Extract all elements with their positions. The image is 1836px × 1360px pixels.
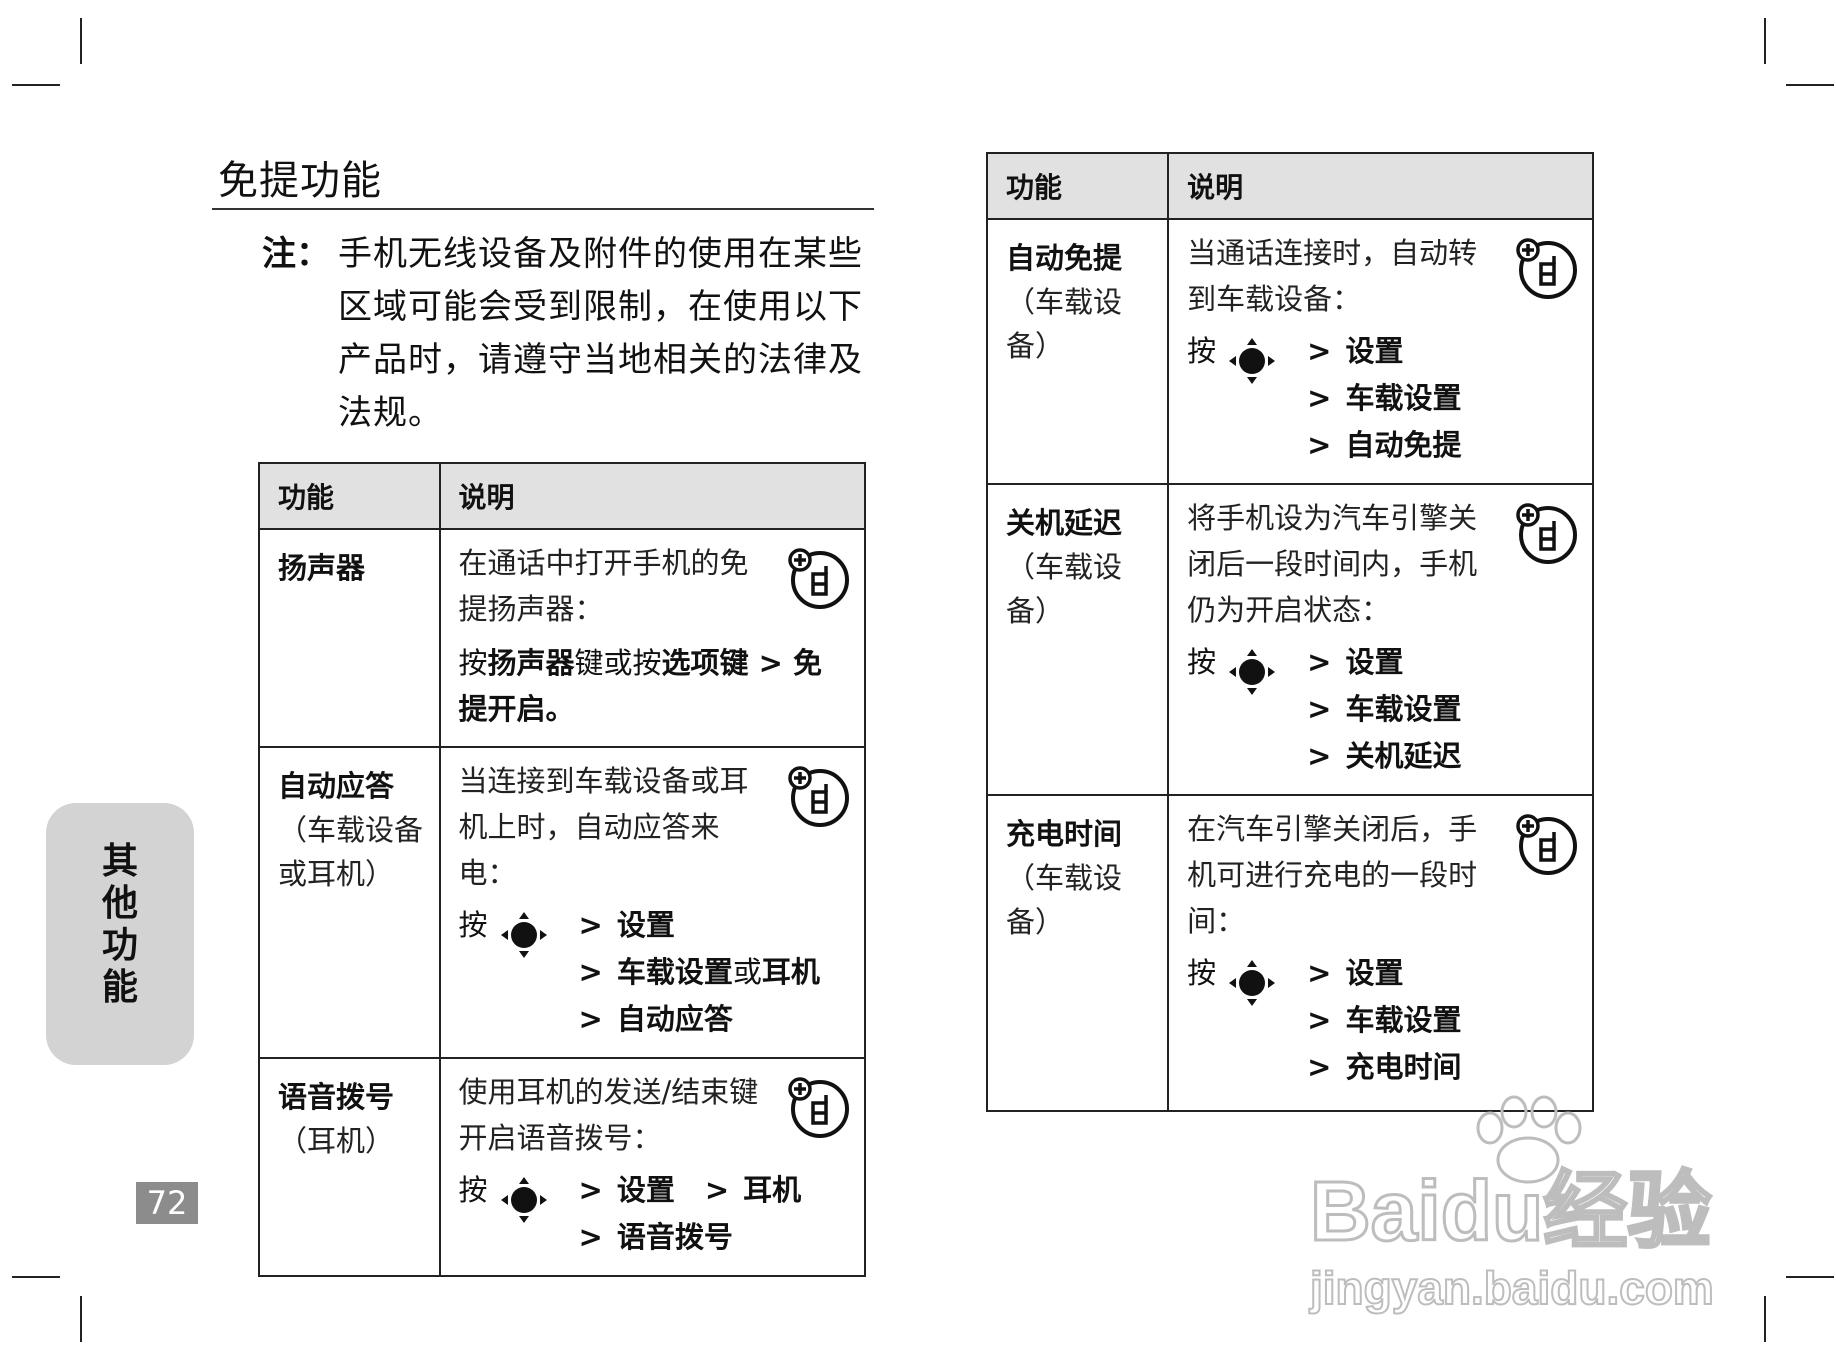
crop-mark	[1786, 84, 1834, 86]
crop-mark	[12, 1276, 60, 1278]
description-cell: 将手机设为汽车引擎关闭后一段时间内，手机仍为开启状态： 按 >设置 >车载设置 …	[1167, 483, 1594, 796]
crop-mark	[1764, 18, 1766, 64]
baidu-watermark-logo: Baidu经验 jingyan.baidu.com	[1308, 1095, 1715, 1315]
car-kit-handset-icon	[1514, 236, 1578, 300]
feature-sub: （车载设备）	[1006, 861, 1123, 939]
svg-text:Baidu经验: Baidu经验	[1310, 1164, 1711, 1258]
feature-sub: （车载设备）	[1006, 285, 1123, 363]
menu-step: >语音拨号	[578, 1220, 733, 1254]
note-label: 注：	[262, 234, 330, 274]
chapter-label-char: 他	[101, 883, 138, 924]
crop-mark	[80, 18, 82, 64]
feature-name: 语音拨号	[278, 1080, 395, 1114]
description-cell: 在通话中打开手机的免提扬声器： 按扬声器键或按选项键 > 免提开启。	[438, 528, 866, 748]
chapter-side-tab: 其他功能	[46, 803, 194, 1065]
feature-name: 自动免提	[1006, 241, 1123, 275]
feature-sub: （车载设备或耳机）	[278, 813, 424, 891]
menu-step: >设置>耳机	[578, 1173, 802, 1207]
feature-cell: 扬声器	[258, 528, 441, 748]
description-text: 当通话连接时，自动转到车载设备：	[1187, 236, 1478, 316]
feature-name: 自动应答	[278, 769, 395, 803]
car-kit-handset-icon	[786, 546, 850, 610]
description-text: 将手机设为汽车引擎关闭后一段时间内，手机仍为开启状态：	[1187, 501, 1478, 627]
menu-step: >关机延迟	[1307, 739, 1462, 773]
navigation-key-icon	[1227, 336, 1277, 386]
note-text: 手机无线设备及附件的使用在某些区域可能会受到限制，在使用以下产品时，请遵守当地相…	[338, 234, 863, 433]
menu-path: 按 >设置 >车载设置 >充电时间	[1187, 950, 1578, 1091]
chapter-label-char: 能	[101, 967, 138, 1008]
table-header-row: 功能 说明	[985, 152, 1594, 220]
car-kit-handset-icon	[1514, 812, 1578, 876]
feature-cell: 语音拨号 （耳机）	[258, 1057, 441, 1277]
menu-step: >车载设置或耳机	[578, 955, 820, 989]
menu-step: >设置	[1307, 645, 1404, 679]
navigation-key-icon	[499, 1175, 549, 1225]
description-cell: 当连接到车载设备或耳机上时，自动应答来电： 按 >设置 >车载设置或耳机 >自动…	[438, 746, 866, 1059]
table-row: 关机延迟 （车载设备） 将手机设为汽车引擎关闭后一段时间内，手机仍为开启状态： …	[985, 483, 1594, 796]
chapter-label: 其他功能	[46, 841, 194, 1009]
table-header-row: 功能 说明	[258, 462, 866, 530]
feature-name: 充电时间	[1006, 817, 1123, 851]
note: 注： 手机无线设备及附件的使用在某些区域可能会受到限制，在使用以下产品时，请遵守…	[262, 228, 882, 440]
menu-step: >设置	[1307, 334, 1404, 368]
feature-cell: 自动免提 （车载设备）	[985, 218, 1170, 485]
table-row: 充电时间 （车载设备） 在汽车引擎关闭后，手机可进行充电的一段时间： 按 >设置…	[985, 794, 1594, 1112]
header-description: 说明	[1167, 152, 1594, 220]
feature-name: 扬声器	[278, 551, 366, 585]
chapter-label-char: 其	[101, 841, 138, 882]
table-row: 语音拨号 （耳机） 使用耳机的发送/结束键开启语音拨号： 按 >设置>耳机 >语…	[258, 1057, 866, 1277]
crop-mark	[1764, 1296, 1766, 1342]
feature-cell: 充电时间 （车载设备）	[985, 794, 1170, 1112]
table-row: 自动应答 （车载设备或耳机） 当连接到车载设备或耳机上时，自动应答来电： 按 >…	[258, 746, 866, 1059]
description-text: 当连接到车载设备或耳机上时，自动应答来电：	[458, 764, 749, 890]
chapter-label-char: 功	[101, 925, 138, 966]
car-kit-handset-icon	[1514, 501, 1578, 565]
feature-name: 关机延迟	[1006, 506, 1123, 540]
feature-sub: （耳机）	[278, 1124, 395, 1158]
menu-step: >车载设置	[1307, 692, 1462, 726]
menu-step: >车载设置	[1307, 381, 1462, 415]
menu-step: >设置	[578, 908, 675, 942]
menu-path: 按 >设置 >车载设置或耳机 >自动应答	[459, 902, 851, 1043]
menu-path: 按 >设置 >车载设置 >关机延迟	[1187, 639, 1578, 780]
page-number: 72	[136, 1182, 198, 1224]
description-text: 在通话中打开手机的免提扬声器：	[458, 546, 749, 626]
table-row: 自动免提 （车载设备） 当通话连接时，自动转到车载设备： 按 >设置 >车载设置…	[985, 218, 1594, 485]
title-rule	[212, 208, 874, 210]
menu-step: >自动免提	[1307, 428, 1462, 462]
menu-path: 按 >设置>耳机 >语音拨号	[459, 1167, 851, 1261]
crop-mark	[80, 1296, 82, 1342]
feature-table-right: 功能 说明 自动免提 （车载设备） 当通话连接时，自动转到车载设备： 按 >设置…	[985, 152, 1594, 1112]
crop-mark	[12, 84, 60, 86]
press-instruction: 按扬声器键或按选项键 > 免提开启。	[458, 646, 823, 726]
navigation-key-icon	[1227, 647, 1277, 697]
feature-table-left: 功能 说明 扬声器 在通话中打开手机的免提扬声器： 按扬声器键或按选项键 > 免…	[258, 462, 866, 1277]
header-feature: 功能	[985, 152, 1170, 220]
table-row: 扬声器 在通话中打开手机的免提扬声器： 按扬声器键或按选项键 > 免提开启。	[258, 528, 866, 748]
header-description: 说明	[438, 462, 866, 530]
description-text: 使用耳机的发送/结束键开启语音拨号：	[458, 1075, 759, 1155]
car-kit-handset-icon	[786, 764, 850, 828]
menu-step: >设置	[1307, 956, 1404, 990]
menu-step: >车载设置	[1307, 1003, 1462, 1037]
feature-sub: （车载设备）	[1006, 550, 1123, 628]
car-kit-handset-icon	[786, 1075, 850, 1139]
feature-cell: 自动应答 （车载设备或耳机）	[258, 746, 441, 1059]
navigation-key-icon	[499, 910, 549, 960]
section-title: 免提功能	[218, 158, 382, 204]
description-cell: 当通话连接时，自动转到车载设备： 按 >设置 >车载设置 >自动免提	[1167, 218, 1594, 485]
menu-step: >充电时间	[1307, 1050, 1462, 1084]
menu-path: 按 >设置 >车载设置 >自动免提	[1187, 328, 1578, 469]
description-cell: 使用耳机的发送/结束键开启语音拨号： 按 >设置>耳机 >语音拨号	[438, 1057, 866, 1277]
menu-step: >自动应答	[578, 1002, 733, 1036]
description-cell: 在汽车引擎关闭后，手机可进行充电的一段时间： 按 >设置 >车载设置 >充电时间	[1167, 794, 1594, 1112]
svg-text:jingyan.baidu.com: jingyan.baidu.com	[1309, 1262, 1714, 1314]
navigation-key-icon	[1227, 958, 1277, 1008]
header-feature: 功能	[258, 462, 441, 530]
crop-mark	[1786, 1276, 1834, 1278]
description-text: 在汽车引擎关闭后，手机可进行充电的一段时间：	[1187, 812, 1478, 938]
feature-cell: 关机延迟 （车载设备）	[985, 483, 1170, 796]
